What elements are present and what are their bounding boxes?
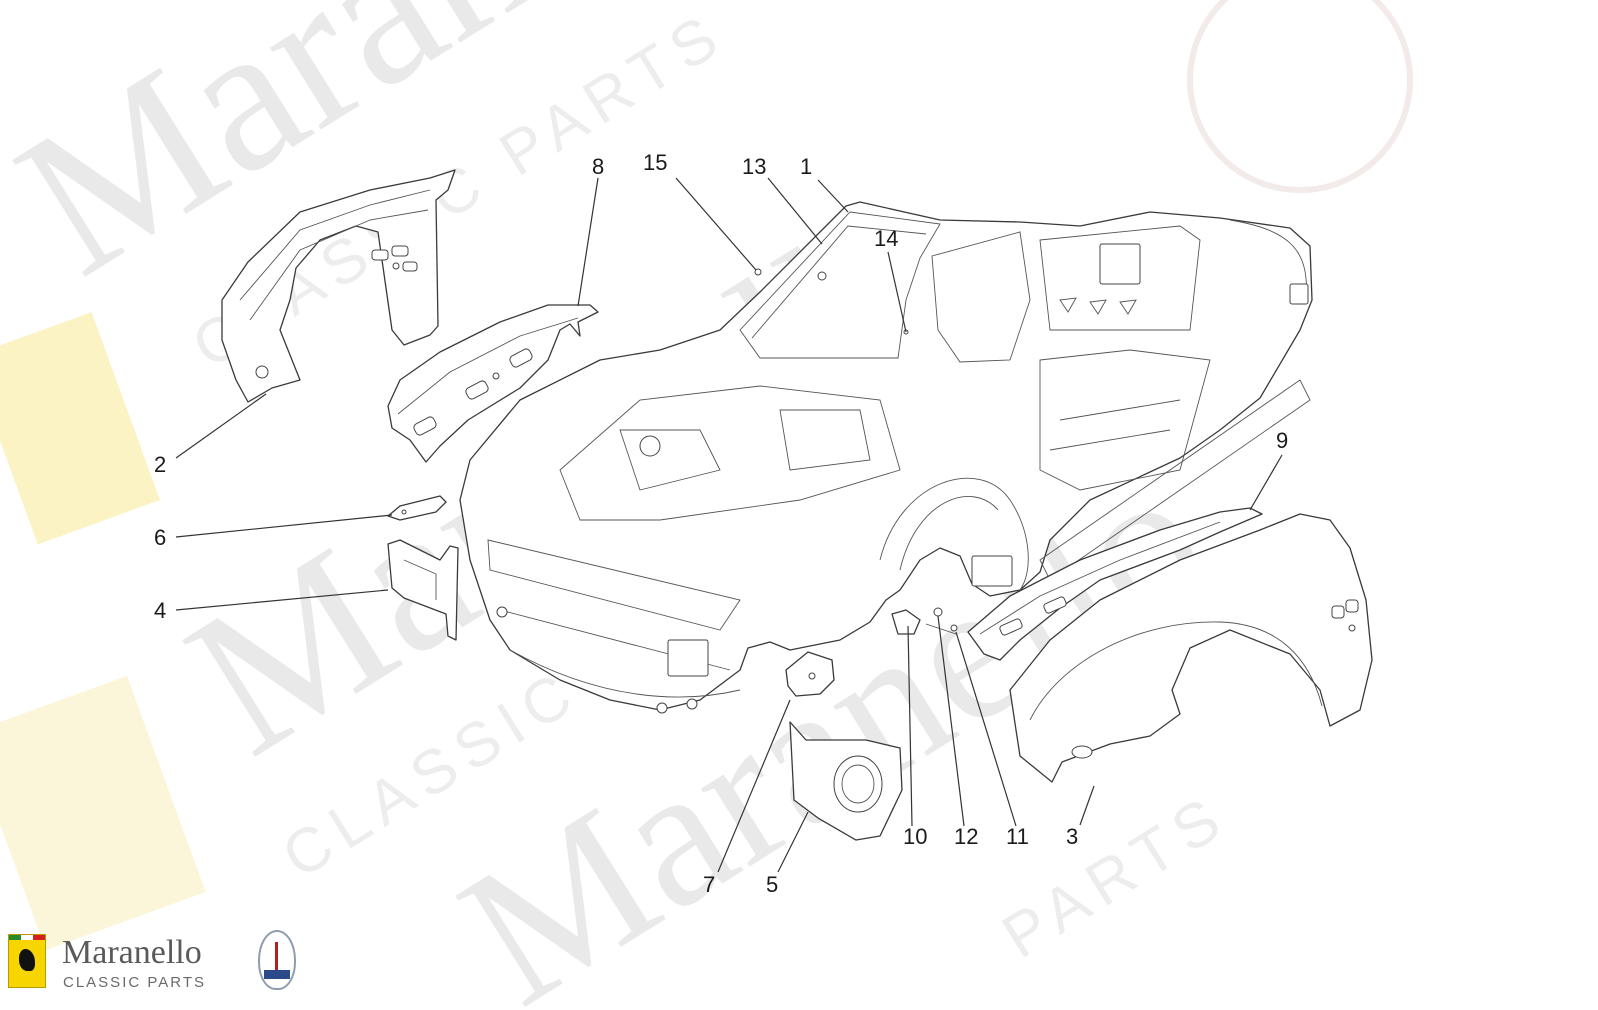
watermark-sub-bottom: PARTS [991,780,1240,972]
maserati-trident-icon [258,930,296,990]
part-right-front-fender [1009,513,1373,783]
callout-14: 14 [874,226,898,251]
part-bracket-front [785,651,835,697]
leader-4 [175,589,389,611]
leader-2 [175,393,267,459]
leader-14 [887,251,907,333]
leader-9 [1249,454,1283,511]
brand-logo: Maranello CLASSIC PARTS [4,926,324,1006]
callout-12: 12 [954,824,978,849]
part-right-closing-panel [789,721,903,841]
part-left-closing-panel [387,539,459,641]
leader-15 [675,177,757,271]
callout-7: 7 [703,872,715,897]
callout-3: 3 [1066,824,1078,849]
callout-8: 8 [592,154,604,179]
callout-11: 11 [1006,824,1029,849]
callout-9: 9 [1276,428,1288,453]
ferrari-shield-icon [8,934,46,988]
callout-13: 13 [742,154,766,179]
leader-1 [817,179,849,213]
part-left-wheelhouse [221,169,456,403]
leader-3 [1079,785,1095,826]
callout-5: 5 [766,872,778,897]
leader-lines [175,177,1283,873]
callout-2: 2 [154,452,166,477]
brand-subtitle: CLASSIC PARTS [63,974,206,991]
leader-11 [955,631,1017,827]
callout-6: 6 [154,525,166,550]
leader-7 [717,699,791,873]
part-left-upper-rail [387,304,599,463]
part-right-upper-rail [967,507,1263,661]
part-body-shell [459,201,1313,714]
leader-8 [577,177,599,307]
leader-13 [767,177,823,245]
callout-15: 15 [643,150,667,175]
brand-name: Maranello [62,934,202,971]
leader-6 [175,514,393,538]
part-fasteners [891,607,958,635]
callout-10: 10 [903,824,927,849]
leader-12 [937,615,965,827]
leader-10 [907,625,913,827]
callout-4: 4 [154,598,166,623]
callouts: 1 2 3 4 5 6 7 8 9 10 11 12 13 14 15 [154,150,1288,897]
callout-1: 1 [800,154,812,179]
leader-5 [777,811,809,873]
part-bracket-small [387,495,447,521]
